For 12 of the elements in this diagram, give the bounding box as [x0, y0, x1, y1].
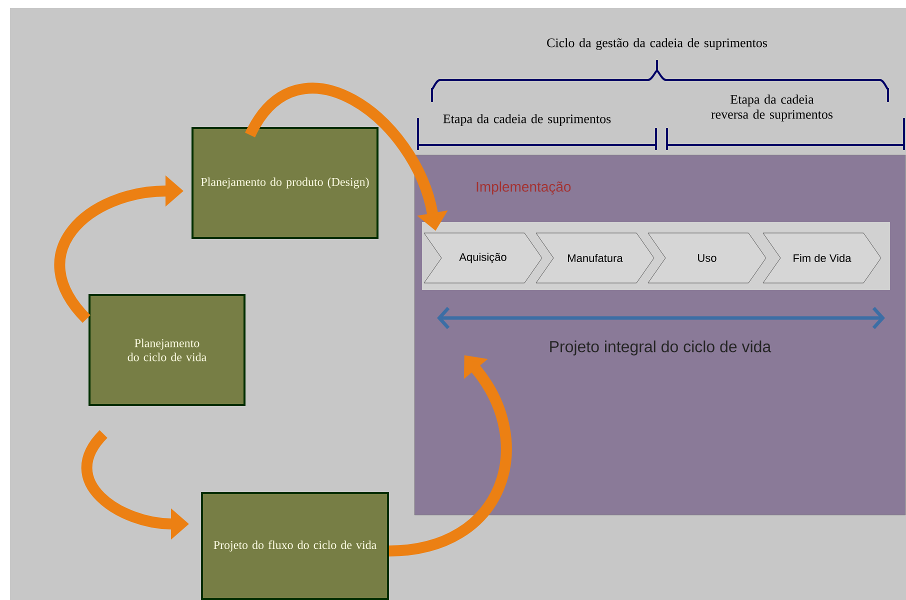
panel-caption: Projeto integral do ciclo de vida: [550, 340, 772, 356]
chevron-step: Fim de Vida: [762, 232, 882, 284]
process-box: Planejamento do ciclo de vida: [88, 294, 246, 406]
panel-title: Implementação: [476, 181, 571, 195]
chevron-step: Uso: [648, 232, 766, 284]
process-box: Planejamento do produto (Design): [192, 127, 378, 239]
chevron-step: Aquisição: [424, 232, 542, 284]
bracket-label: Etapa da cadeia reversa de suprimentos: [711, 94, 833, 122]
process-box: Projeto do fluxo do ciclo de vida: [201, 492, 389, 600]
bracket-label: Etapa da cadeia de suprimentos: [443, 114, 611, 126]
chevron-step: Manufatura: [536, 232, 654, 284]
bracket-label: Ciclo da gestão da cadeia de suprimentos: [547, 38, 768, 50]
